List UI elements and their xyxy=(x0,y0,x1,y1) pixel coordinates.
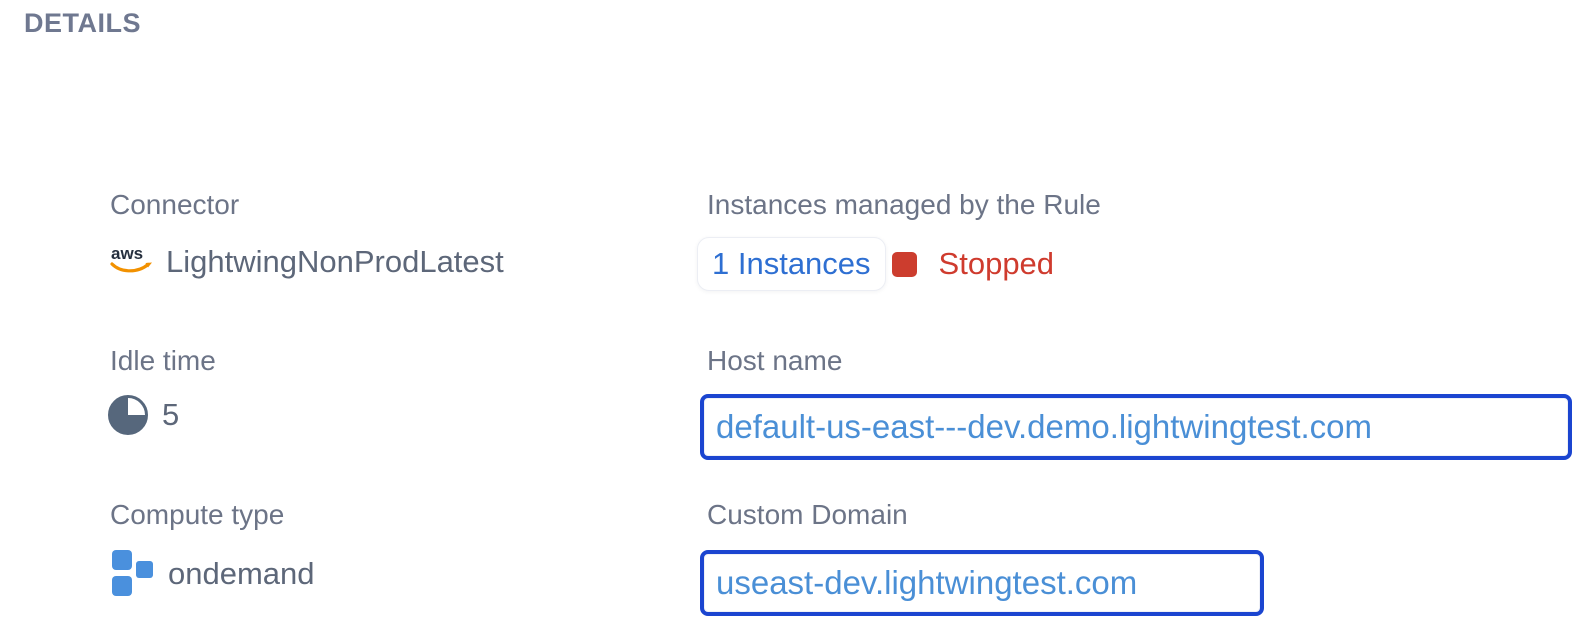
instances-value-row: 1 Instances Stopped xyxy=(697,236,1054,292)
aws-icon: aws xyxy=(108,243,156,282)
connector-label: Connector xyxy=(110,189,240,220)
stopped-status-icon xyxy=(891,251,917,277)
idle-time-value-row: 5 xyxy=(108,392,179,438)
instances-status-text: Stopped xyxy=(938,246,1055,281)
compute-type-icon xyxy=(110,548,158,600)
details-section-title: DETAILS xyxy=(24,8,141,38)
idle-time-pie-icon xyxy=(108,395,148,435)
custom-domain-label: Custom Domain xyxy=(707,499,908,530)
connector-name: LightwingNonProdLatest xyxy=(166,244,504,279)
compute-type-value-row: ondemand xyxy=(110,548,315,600)
svg-text:aws: aws xyxy=(111,244,143,263)
compute-type-label: Compute type xyxy=(110,499,285,530)
instances-label: Instances managed by the Rule xyxy=(707,189,1101,220)
connector-value-row: aws LightwingNonProdLatest xyxy=(108,238,504,286)
idle-time-value: 5 xyxy=(162,397,180,432)
instances-count-link[interactable]: 1 Instances xyxy=(697,237,886,291)
compute-type-value: ondemand xyxy=(168,556,315,591)
host-name-label: Host name xyxy=(707,345,843,376)
custom-domain-value-box[interactable]: useast-dev.lightwingtest.com xyxy=(700,550,1264,616)
idle-time-label: Idle time xyxy=(110,345,216,376)
host-name-value-box[interactable]: default-us-east---dev.demo.lightwingtest… xyxy=(700,394,1572,460)
